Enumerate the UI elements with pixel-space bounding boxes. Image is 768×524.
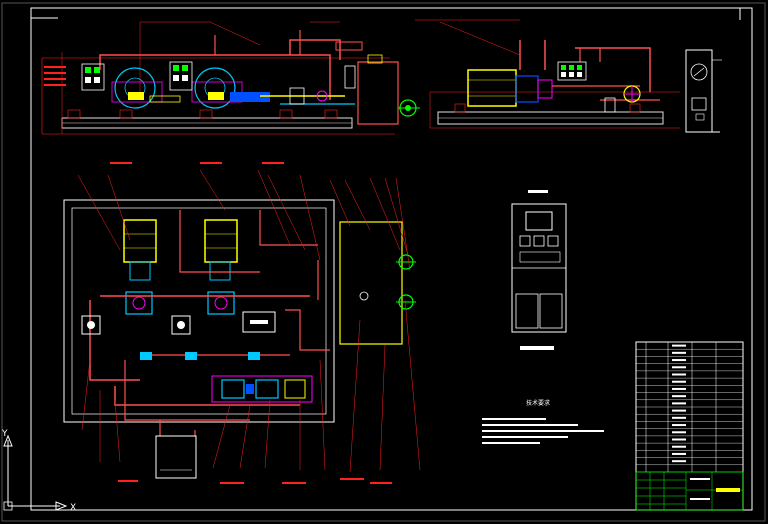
bom-row-text	[672, 445, 686, 448]
front-pump-unit-2[interactable]	[191, 67, 270, 109]
title-block[interactable]	[635, 341, 744, 511]
plan-skid-outer	[63, 199, 335, 423]
plan-leader-lines	[77, 169, 421, 473]
bom-row-text	[672, 380, 686, 383]
bom-row-text	[672, 452, 686, 455]
technical-notes-heading: 技术要求	[526, 399, 550, 407]
technical-notes: 技术要求	[482, 399, 604, 444]
cabinet-gauge-icon	[690, 63, 708, 81]
plan-valve-center[interactable]	[171, 315, 191, 335]
plan-valve-left[interactable]	[81, 315, 101, 335]
plan-bottom-pump-assembly[interactable]	[211, 375, 313, 403]
bom-row-text	[672, 402, 686, 405]
bom-row-text	[672, 409, 686, 412]
bom-row-text	[672, 351, 686, 354]
side-motor[interactable]	[467, 69, 553, 107]
front-tank[interactable]	[344, 54, 399, 125]
bom-row-text	[672, 344, 686, 347]
side-flow-valve[interactable]	[623, 85, 641, 103]
plan-skid-inner	[71, 207, 327, 415]
ucs-axis-icon: Y X	[1, 429, 76, 513]
drawing-border-inner	[30, 7, 753, 511]
bom-row-text	[672, 416, 686, 419]
plan-right-manifold[interactable]	[339, 221, 416, 345]
side-elevation-view[interactable]	[415, 19, 680, 129]
bom-row-text	[672, 359, 686, 362]
control-cabinet-side-view[interactable]	[685, 49, 722, 133]
plan-pump-1[interactable]	[123, 219, 157, 315]
front-elevation-view[interactable]	[41, 21, 420, 135]
ucs-y-label: Y	[1, 429, 8, 439]
bom-row-text	[672, 366, 686, 369]
bom-row-text	[672, 460, 686, 463]
cabinet-hmi-screen	[525, 211, 553, 231]
title-block-cells	[635, 471, 744, 511]
bom-row-text	[672, 424, 686, 427]
control-cabinet-front-view[interactable]	[511, 190, 567, 350]
bom-row-text	[672, 373, 686, 376]
side-control-boxes	[557, 61, 587, 81]
plan-view[interactable]	[63, 162, 421, 484]
ucs-x-label: X	[70, 503, 76, 513]
plan-drain-tank	[155, 435, 197, 479]
plan-junction-box	[242, 311, 276, 333]
bom-row-text	[672, 438, 686, 441]
front-control-box-2	[169, 61, 193, 91]
plan-label-plates	[110, 162, 392, 484]
bom-row-text	[672, 395, 686, 398]
front-pump-unit-1[interactable]	[111, 67, 181, 109]
bom-row-text	[672, 387, 686, 390]
bom-row-text	[672, 431, 686, 434]
front-outlet-valve[interactable]	[398, 99, 420, 117]
plan-pump-2[interactable]	[204, 219, 238, 315]
front-control-box-1	[81, 63, 105, 91]
bom-rows	[636, 344, 743, 465]
